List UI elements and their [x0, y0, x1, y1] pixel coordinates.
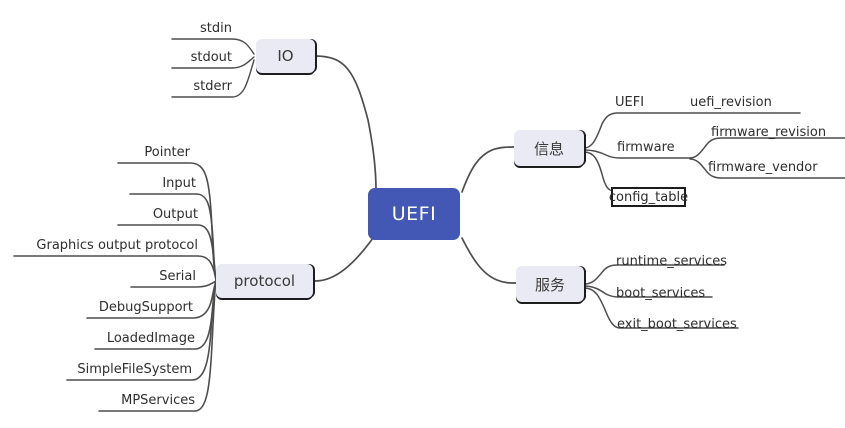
leaf-label-uefi-revision[interactable]: uefi_revision	[690, 95, 772, 110]
edge-io-stderr	[171, 59, 255, 98]
branch-node-io-label: IO	[277, 47, 294, 65]
edge-firmware-revision	[689, 137, 845, 159]
root-node-label: UEFI	[391, 203, 437, 225]
edge-io-stdout	[171, 56, 255, 69]
leaf-label-firmware-vendor[interactable]: firmware_vendor	[708, 160, 818, 175]
branch-node-io[interactable]: IO	[256, 39, 315, 73]
edge-io-stdin	[171, 38, 255, 55]
leaf-label-pointer[interactable]: Pointer	[144, 145, 190, 160]
edge-root-io	[314, 55, 377, 191]
edge-info-firmware	[583, 149, 691, 159]
leaf-label-loadedimage[interactable]: LoadedImage	[106, 331, 195, 346]
subbranch-label-uefi[interactable]: UEFI	[615, 95, 645, 110]
branch-node-protocol-label: protocol	[233, 272, 296, 290]
leaf-label-graphics-output-protocol[interactable]: Graphics output protocol	[36, 238, 198, 253]
branch-node-info-label: 信息	[533, 139, 564, 158]
edge-protocol-mpservices	[98, 280, 217, 412]
leaf-label-serial[interactable]: Serial	[159, 269, 196, 284]
edge-firmware-vendor	[689, 158, 845, 179]
leaf-config-table[interactable]: config_table	[608, 187, 689, 207]
leaf-label-mpservices[interactable]: MPServices	[121, 393, 195, 408]
leaf-config-table-label: config_table	[608, 189, 689, 205]
branch-node-protocol[interactable]: protocol	[216, 264, 313, 298]
leaf-label-stdin[interactable]: stdin	[200, 21, 232, 36]
edge-services-exit-boot	[583, 287, 739, 329]
leaf-label-runtime-services[interactable]: runtime_services	[616, 254, 728, 269]
leaf-label-output[interactable]: Output	[152, 207, 198, 222]
edge-root-info	[461, 146, 515, 193]
leaf-label-input[interactable]: Input	[162, 176, 196, 191]
leaf-label-boot-services[interactable]: boot_services	[616, 286, 706, 301]
edge-protocol-serial	[130, 280, 217, 288]
branch-node-services-label: 服务	[534, 275, 565, 294]
branch-node-services[interactable]: 服务	[516, 266, 584, 302]
leaf-label-stdout[interactable]: stdout	[190, 50, 232, 65]
root-node-uefi[interactable]: UEFI	[368, 188, 460, 240]
edge-info-uefi	[583, 112, 801, 149]
subbranch-label-firmware[interactable]: firmware	[617, 140, 675, 155]
edge-root-services	[461, 237, 517, 284]
leaf-label-stderr[interactable]: stderr	[193, 79, 232, 94]
leaf-label-firmware-revision[interactable]: firmware_revision	[711, 125, 827, 140]
edge-info-config-table	[583, 151, 615, 192]
leaf-label-exit-boot-services[interactable]: exit_boot_services	[617, 317, 737, 332]
branch-node-info[interactable]: 信息	[514, 130, 584, 166]
edge-root-protocol	[312, 237, 374, 282]
edge-services-boot	[583, 285, 713, 298]
leaf-label-debugsupport[interactable]: DebugSupport	[98, 300, 193, 315]
edge-services-runtime	[583, 264, 725, 285]
leaf-label-simplefilesystem[interactable]: SimpleFileSystem	[77, 362, 192, 377]
